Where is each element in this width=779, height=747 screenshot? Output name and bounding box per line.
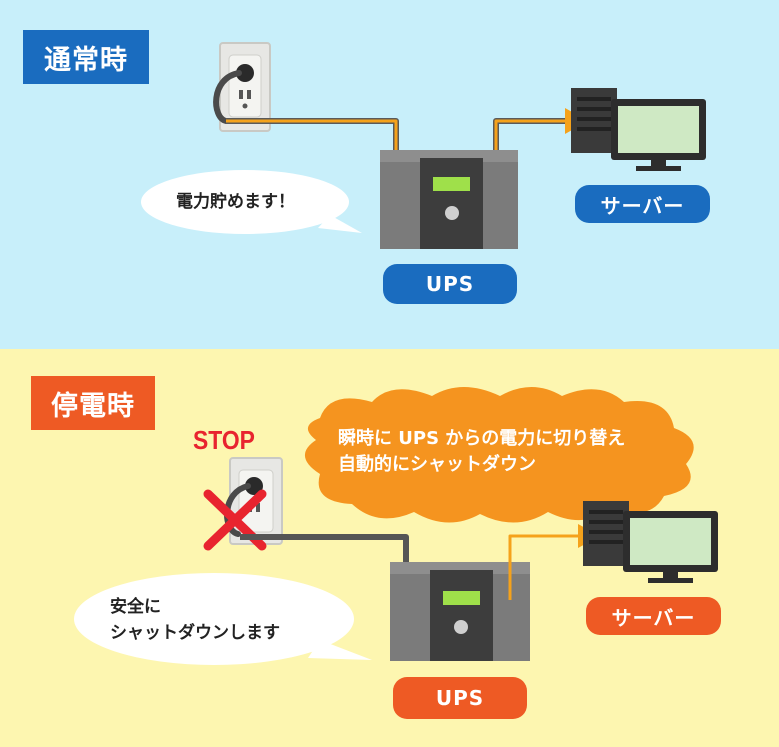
speech-bubble-normal [141, 170, 362, 234]
server-label-normal: サーバー [575, 185, 710, 223]
outage-title: 停電時 [51, 390, 135, 422]
ups-device-normal [380, 150, 518, 249]
ups-label-text: UPS [435, 686, 485, 710]
power-line-dead [240, 534, 409, 565]
ups-label-text: UPS [425, 272, 475, 296]
server-label-outage: サーバー [586, 597, 721, 635]
outage-bubble-line-2: シャットダウンします [110, 623, 280, 643]
ups-device-outage [390, 562, 530, 661]
stop-label: STOP [193, 425, 255, 455]
outage-title-tag: 停電時 [31, 376, 155, 430]
server-computer-icon [583, 501, 718, 583]
alert-burst-cloud [304, 387, 694, 523]
ups-label-normal: UPS [383, 264, 517, 304]
ups-label-outage: UPS [393, 677, 527, 719]
speech-bubble-outage [74, 573, 372, 665]
normal-title-tag: 通常時 [23, 30, 149, 84]
burst-text: 瞬時に UPS からの電力に切り替え 自動的にシャットダウン [338, 426, 625, 478]
server-computer-icon [571, 88, 706, 171]
plug-cord [213, 70, 242, 124]
burst-line-2: 自動的にシャットダウン [338, 454, 536, 475]
power-line-backup [508, 534, 580, 600]
burst-line-1: 瞬時に UPS からの電力に切り替え [338, 428, 626, 449]
normal-title: 通常時 [44, 44, 128, 76]
outage-bubble-text: 安全に シャットダウンします [110, 594, 280, 646]
outage-bubble-line-1: 安全に [110, 597, 161, 617]
server-label-text: サーバー [600, 193, 685, 218]
server-label-text: サーバー [611, 605, 696, 630]
normal-bubble-text: 電力貯めます！ [176, 192, 295, 212]
wall-outlet-icon [219, 42, 271, 132]
